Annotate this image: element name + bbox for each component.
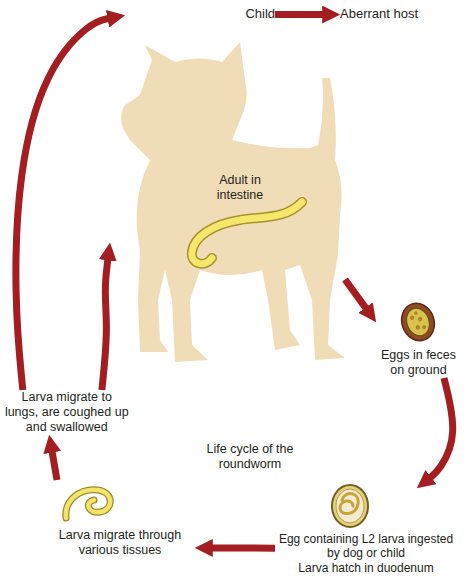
cycle-title: Life cycle of the roundworm [195, 442, 305, 472]
worm-outline [192, 202, 302, 264]
dog-shape [121, 42, 345, 362]
egg-inner [336, 489, 364, 523]
larvated-egg [332, 485, 368, 527]
host-label: Child [125, 6, 275, 22]
cycle-arrow [16, 18, 109, 390]
feces-egg [396, 299, 439, 346]
coiled-larva [340, 494, 358, 514]
egg-granule [417, 316, 423, 322]
stage-text: Larva migrate through various tissues [45, 528, 195, 558]
stage-text: Larva hatch in duodenum [275, 561, 457, 575]
host-text: Child [125, 6, 275, 22]
intestinal-worm [192, 202, 302, 264]
dog-silhouette: Adult in intestine [110, 35, 345, 370]
cycle-arrow [211, 544, 275, 551]
egg-shell [396, 299, 439, 346]
larva-outline [66, 490, 110, 518]
stage-text: Eggs in feces on ground [376, 348, 461, 378]
egg-granule [415, 325, 421, 331]
cycle-arrow [345, 280, 367, 310]
stage-text-box: Egg containing L2 larva ingested by dog … [275, 488, 457, 575]
stage-text-box: Larva migrate through various tissues [45, 480, 195, 558]
host-text: Aberrant host [340, 6, 465, 22]
egg-yolk [403, 305, 433, 339]
egg-granule [422, 325, 427, 330]
worm-body [192, 202, 302, 264]
cycle-arrow [275, 11, 324, 18]
egg-shell [332, 485, 368, 527]
stage-text-box: Eggs in feces on ground [376, 298, 461, 378]
stage-text-box: Larva migrate to lungs, are coughed up a… [4, 390, 130, 435]
stage-text: Adult in intestine [210, 173, 270, 203]
cycle-arrow [102, 259, 108, 390]
cycle-arrow [430, 378, 453, 478]
stage-text: Larva migrate to lungs, are coughed up a… [4, 390, 130, 435]
migrating-larva [66, 490, 110, 518]
stage-text: Egg containing L2 larva ingested by dog … [275, 532, 457, 561]
egg-granule [409, 315, 415, 321]
node-outline [110, 35, 345, 370]
egg-granule [414, 311, 419, 316]
larva-body [66, 490, 110, 518]
host-label: Aberrant host [340, 6, 465, 22]
cycle-arrow [52, 451, 57, 480]
